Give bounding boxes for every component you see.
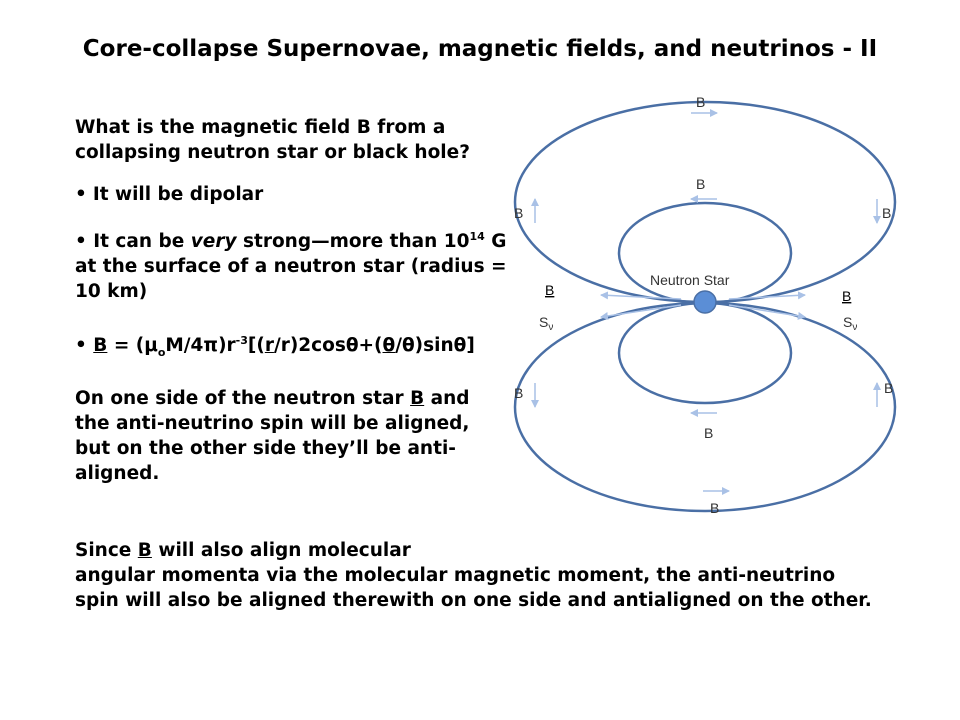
label-s-left-s: S <box>539 314 548 330</box>
bullet-dipolar-text: It will be dipolar <box>92 184 264 205</box>
formula-b: B <box>93 335 108 357</box>
para2-a: Since <box>75 540 138 561</box>
label-b-bottom-outer: B <box>710 500 719 516</box>
bullet-dipolar: It will be dipolar <box>75 182 505 207</box>
formula-open: [( <box>247 335 265 357</box>
bullet-strong-exponent: 14 <box>469 230 485 243</box>
formula-eq: = (μ <box>107 335 158 357</box>
label-b-right-top: B <box>882 205 891 221</box>
label-b-left-star: B <box>545 282 554 298</box>
label-b-bottom-inner: B <box>704 425 713 441</box>
bullet-marker: • <box>75 231 94 253</box>
formula-end: /θ)sinθ] <box>395 335 475 357</box>
formula-exp: -3 <box>235 334 248 347</box>
label-b-left-bottom: B <box>514 385 523 401</box>
label-b-top-inner: B <box>696 176 705 192</box>
para2-c: will also align molecular <box>151 540 411 561</box>
arrow-s-right-star <box>728 304 806 320</box>
formula-sub: o <box>157 345 166 359</box>
label-b-right-bottom: B <box>884 380 893 396</box>
formula-theta: θ <box>382 335 396 357</box>
para1-a: On one side of the neutron star <box>75 388 411 409</box>
paragraph-molecular: Since B will also align molecular angular… <box>75 538 875 613</box>
para2-b: B <box>137 540 152 561</box>
label-s-left-nu: ν <box>548 322 553 333</box>
question-text: What is the magnetic field B from a coll… <box>75 117 470 163</box>
arrow-s-left-star <box>600 304 682 320</box>
label-s-right-s: S <box>843 314 852 330</box>
neutron-star <box>693 290 717 314</box>
formula-m: M/4π)r <box>165 335 236 357</box>
bullet-strong-c: G at the surface of a neutron star (radi… <box>75 231 507 303</box>
label-b-left-top: B <box>514 205 523 221</box>
field-loop-outer-bottom <box>513 301 897 513</box>
label-b-top-outer: B <box>696 94 705 110</box>
bullet-strong-a: It can be <box>93 231 191 253</box>
field-loop-inner-bottom <box>617 301 793 405</box>
label-b-right-star: B <box>842 288 851 304</box>
formula-line: • B = (μoM/4π)r-3[(r/r)2cosθ+(θ/θ)sinθ] <box>75 328 515 365</box>
arrow-b-right-star <box>728 291 806 300</box>
paragraph-alignment: On one side of the neutron star B and th… <box>75 386 505 486</box>
bullet-strong: • It can be very strong—more than 1014 G… <box>75 224 515 304</box>
bullet-strong-emphasis: very <box>190 231 237 253</box>
para2-d: angular momenta via the molecular magnet… <box>75 565 872 611</box>
para1-c: and the anti-neutrino spin will be align… <box>75 388 470 484</box>
formula-mid: /r)2cosθ+( <box>273 335 383 357</box>
neutron-star-label: Neutron Star <box>650 272 730 288</box>
label-s-right-nu: ν <box>852 322 857 333</box>
dipole-diagram: Neutron Star B B B B B B B B B B Sν Sν <box>513 94 897 516</box>
formula-r: r <box>264 335 274 357</box>
para1-b: B <box>410 388 425 409</box>
label-s-right: Sν <box>843 314 857 333</box>
label-s-left: Sν <box>539 314 553 333</box>
arrow-b-left-star <box>600 291 682 300</box>
slide-title: Core-collapse Supernovae, magnetic field… <box>82 36 878 62</box>
bullet-marker: • <box>75 335 94 357</box>
field-loop-inner-top <box>617 201 793 305</box>
bullet-strong-b: strong—more than 10 <box>236 231 470 253</box>
